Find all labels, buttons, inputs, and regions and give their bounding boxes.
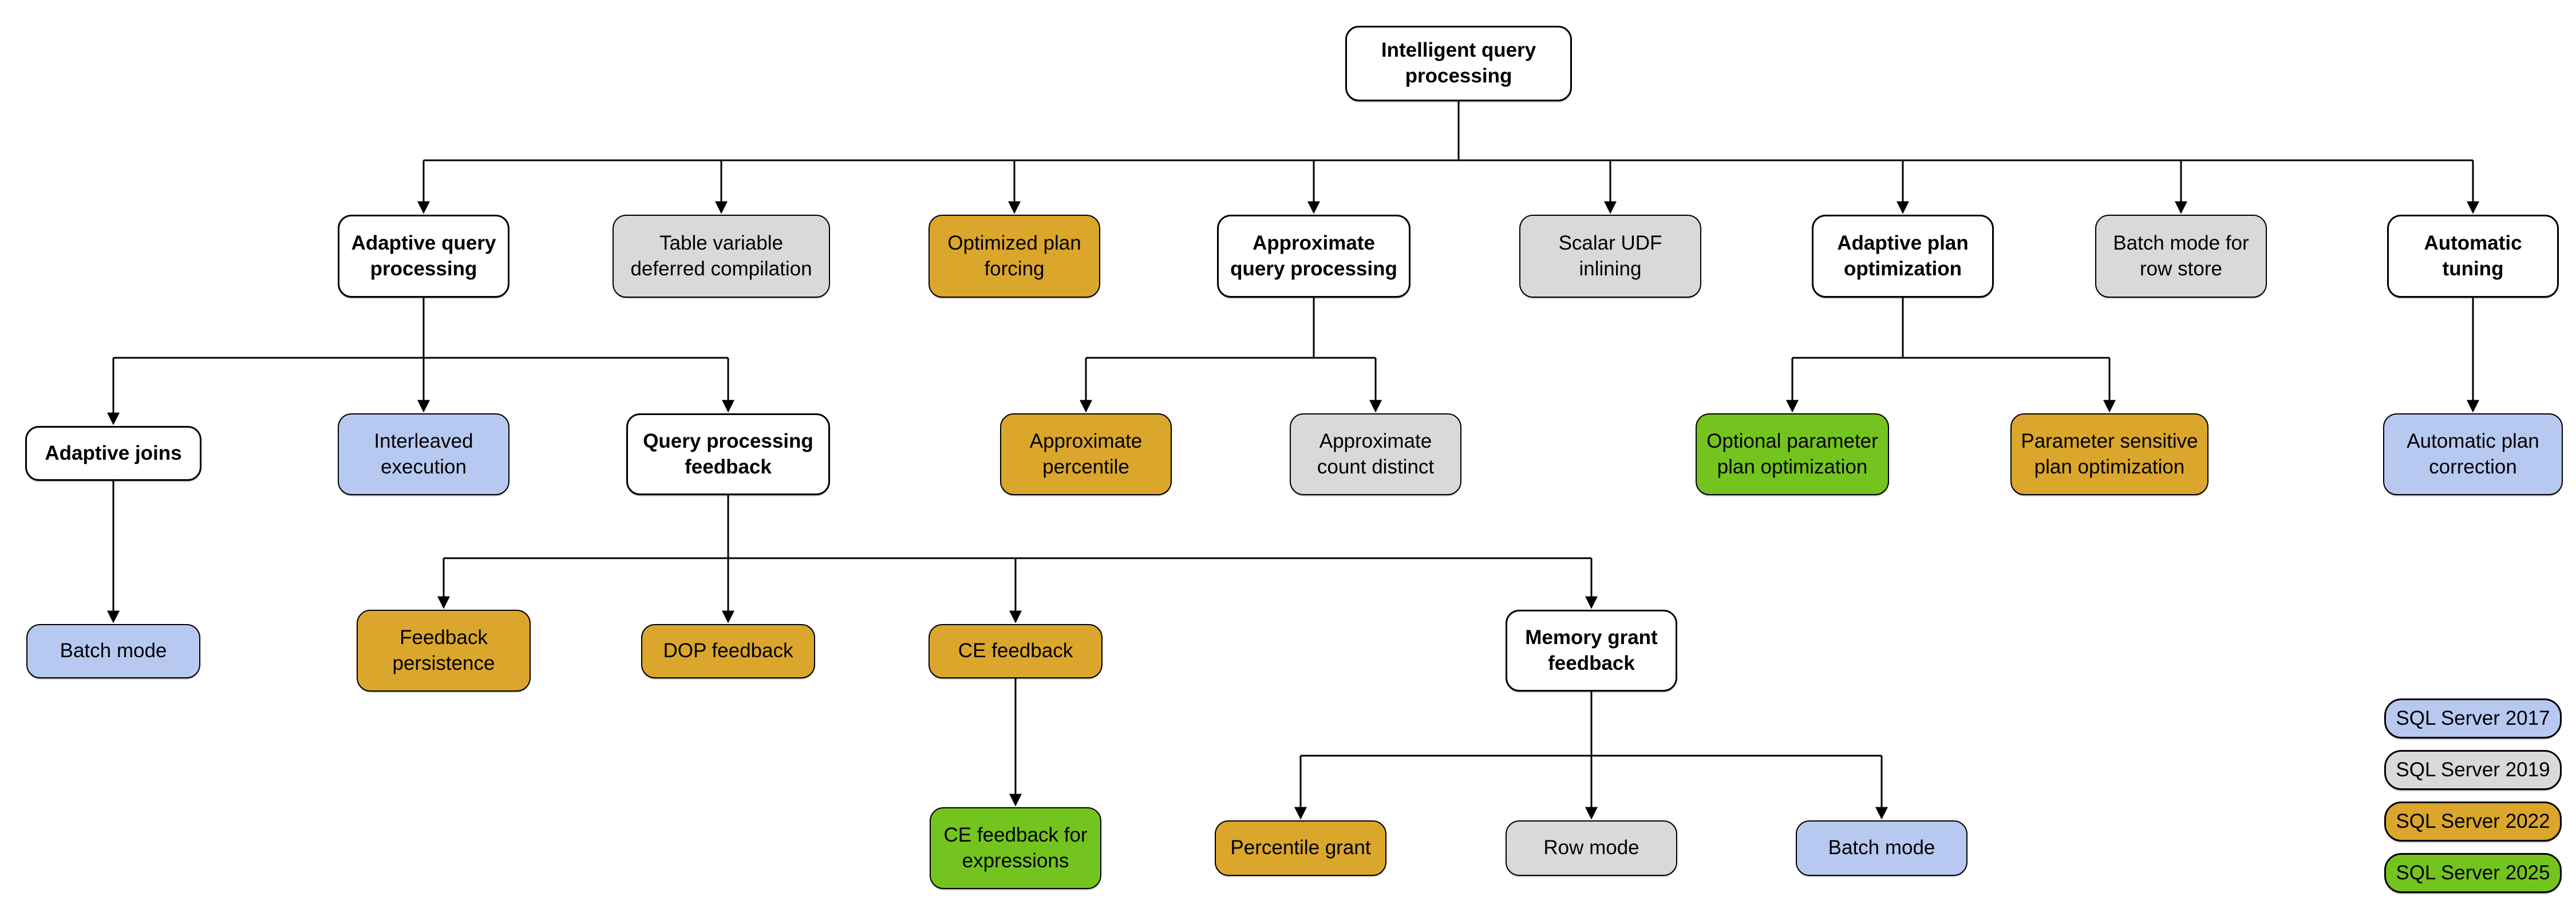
node-label: Optimized plan forcing [947, 231, 1081, 280]
legend-sql-server-2019: SQL Server 2019 [2384, 750, 2562, 790]
node-label: Batch mode for row store [2113, 231, 2249, 280]
legend-label: SQL Server 2017 [2396, 707, 2550, 729]
node-label: Adaptive plan optimization [1837, 231, 1969, 280]
node-row-mode: Row mode [1506, 820, 1677, 876]
node-label: CE feedback [958, 639, 1073, 662]
node-table-variable-deferred-compilation: Table variable deferred compilation [613, 215, 830, 298]
node-label: Approximate percentile [1029, 429, 1143, 478]
node-optional-parameter-plan-optimization: Optional parameter plan optimization [1696, 413, 1889, 495]
legend-sql-server-2022: SQL Server 2022 [2384, 802, 2562, 842]
node-label: Adaptive query processing [351, 231, 496, 280]
approximate-query-processing-branch [1080, 298, 1382, 413]
node-label: Adaptive joins [45, 441, 182, 464]
node-batch-mode-adaptive-joins: Batch mode [26, 624, 200, 678]
node-feedback-persistence: Feedback persistence [357, 610, 531, 692]
node-label: Automatic tuning [2424, 231, 2522, 280]
node-adaptive-query-processing: Adaptive query processing [338, 215, 509, 298]
memory-grant-feedback-branch [1294, 692, 1888, 820]
node-interleaved-execution: Interleaved execution [338, 413, 509, 495]
node-label: Batch mode [60, 639, 167, 662]
node-label: Approximate count distinct [1317, 429, 1435, 478]
node-batch-mode-for-row-store: Batch mode for row store [2095, 215, 2267, 298]
node-label: Row mode [1543, 836, 1639, 859]
node-percentile-grant: Percentile grant [1215, 820, 1386, 876]
adaptive-plan-optimization-branch [1786, 298, 2116, 413]
query-processing-feedback-branch [437, 495, 1598, 623]
legend-label: SQL Server 2025 [2396, 862, 2550, 884]
node-scalar-udf-inlining: Scalar UDF inlining [1519, 215, 1701, 298]
node-approximate-query-processing: Approximate query processing [1217, 215, 1411, 298]
node-dop-feedback: DOP feedback [641, 624, 815, 678]
node-label: Memory grant feedback [1525, 626, 1658, 674]
legend-sql-server-2025: SQL Server 2025 [2384, 853, 2562, 893]
node-label: CE feedback for expressions [943, 823, 1088, 872]
node-label: Approximate query processing [1230, 231, 1397, 280]
node-parameter-sensitive-plan-optimization: Parameter sensitive plan optimization [2010, 413, 2208, 495]
node-label: Percentile grant [1230, 836, 1371, 859]
node-approximate-percentile: Approximate percentile [1000, 413, 1172, 495]
node-ce-feedback-for-expressions: CE feedback for expressions [930, 807, 1101, 889]
node-label: Interleaved execution [374, 429, 473, 478]
legend-label: SQL Server 2019 [2396, 759, 2550, 781]
node-optimized-plan-forcing: Optimized plan forcing [929, 215, 1100, 298]
node-adaptive-plan-optimization: Adaptive plan optimization [1812, 215, 1994, 298]
node-intelligent-query-processing: Intelligent query processing [1345, 26, 1572, 101]
node-label: DOP feedback [663, 639, 793, 662]
node-batch-mode-memory-grant: Batch mode [1796, 820, 1967, 876]
node-automatic-plan-correction: Automatic plan correction [2383, 413, 2563, 495]
node-label: Intelligent query processing [1381, 39, 1536, 87]
root-branch [417, 101, 2479, 214]
node-label: Feedback persistence [392, 626, 495, 674]
node-label: Optional parameter plan optimization [1706, 429, 1878, 478]
node-label: Parameter sensitive plan optimization [2021, 429, 2198, 478]
node-label: Query processing feedback [643, 429, 813, 478]
node-ce-feedback: CE feedback [929, 624, 1103, 678]
legend-sql-server-2017: SQL Server 2017 [2384, 698, 2562, 739]
node-label: Scalar UDF inlining [1558, 231, 1662, 280]
node-automatic-tuning: Automatic tuning [2387, 215, 2559, 298]
node-approximate-count-distinct: Approximate count distinct [1290, 413, 1461, 495]
node-query-processing-feedback: Query processing feedback [626, 413, 830, 495]
node-label: Table variable deferred compilation [630, 231, 812, 280]
adaptive-query-processing-branch [107, 298, 734, 425]
node-adaptive-joins: Adaptive joins [25, 426, 202, 481]
node-label: Automatic plan correction [2407, 429, 2539, 478]
node-memory-grant-feedback: Memory grant feedback [1506, 610, 1677, 692]
legend-label: SQL Server 2022 [2396, 810, 2550, 832]
node-label: Batch mode [1828, 836, 1935, 859]
